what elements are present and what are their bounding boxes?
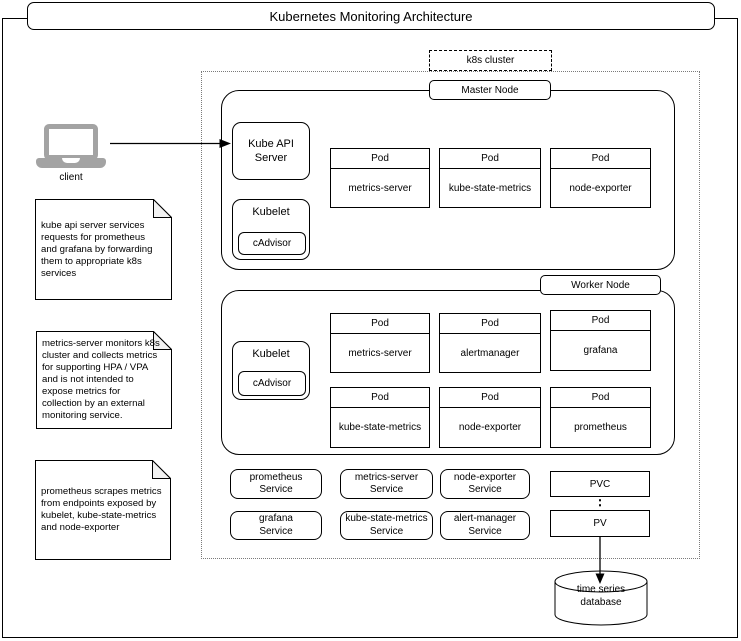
service-kube-state-metrics: kube-state-metrics Service	[340, 511, 433, 540]
pod-worker-grafana: Pod grafana	[550, 310, 651, 371]
pod-worker-kube-state-metrics: Pod kube-state-metrics	[330, 387, 430, 448]
service-node-exporter: node-exporter Service	[440, 469, 530, 499]
pv-box: PV	[550, 510, 650, 537]
time-series-database: time series database	[554, 570, 648, 626]
master-node-label: Master Node	[429, 80, 551, 100]
worker-kubelet-box: Kubelet cAdvisor	[232, 341, 310, 400]
service-name: prometheus	[249, 471, 303, 483]
kubelet-label: Kubelet	[252, 206, 290, 218]
client-label: client	[59, 172, 83, 183]
note-metrics-server: metrics-server monitors k8s cluster and …	[36, 331, 172, 429]
pod-worker-alertmanager: Pod alertmanager	[439, 313, 541, 373]
database-label-line2: database	[580, 597, 622, 608]
k8s-cluster-label: k8s cluster	[429, 50, 552, 71]
master-cadvisor-box: cAdvisor	[238, 232, 306, 255]
service-name: alert-manager	[453, 513, 517, 524]
database-label-line1: time series	[576, 584, 626, 595]
pod-name: grafana	[583, 345, 618, 356]
pvc-box: PVC	[550, 471, 650, 497]
note-prometheus: prometheus scrapes metrics from endpoint…	[35, 460, 171, 560]
database-label: time series database	[554, 583, 648, 609]
service-suffix: Service	[259, 484, 293, 495]
pod-header: Pod	[551, 311, 650, 331]
laptop-screen	[44, 124, 98, 160]
note-text: metrics-server monitors k8s cluster and …	[42, 338, 160, 421]
service-name: metrics-server	[354, 471, 419, 483]
laptop-notch	[62, 158, 80, 163]
laptop-base	[36, 158, 106, 168]
pod-name: node-exporter	[458, 422, 522, 433]
pod-worker-metrics-server: Pod metrics-server	[330, 313, 430, 373]
note-shape-icon	[35, 460, 171, 560]
service-suffix: Service	[468, 525, 502, 537]
service-metrics-server: metrics-server Service	[340, 469, 433, 499]
service-suffix: Service	[468, 484, 502, 495]
note-shape-icon	[35, 199, 172, 300]
database-cylinder-icon	[554, 570, 648, 626]
service-prometheus: prometheus Service	[230, 469, 322, 499]
worker-node-label: Worker Node	[540, 275, 661, 295]
diagram-title: Kubernetes Monitoring Architecture	[27, 2, 715, 30]
service-suffix: Service	[369, 484, 404, 495]
pod-name: metrics-server	[348, 347, 412, 359]
note-text: kube api server services requests for pr…	[41, 219, 153, 279]
laptop-icon	[36, 124, 106, 168]
pod-header: Pod	[440, 314, 540, 334]
pod-worker-node-exporter: Pod node-exporter	[439, 387, 541, 448]
pod-name: prometheus	[574, 422, 627, 433]
master-kubelet-box: Kubelet cAdvisor	[232, 199, 310, 260]
pod-name: node-exporter	[569, 182, 632, 194]
pod-header: Pod	[551, 388, 650, 408]
service-grafana: grafana Service	[230, 511, 322, 540]
worker-cadvisor-box: cAdvisor	[238, 371, 306, 396]
k8s-cluster-region	[201, 71, 700, 559]
pod-master-node-exporter: Pod node-exporter	[550, 148, 651, 208]
pod-name: kube-state-metrics	[338, 422, 422, 433]
pod-header: Pod	[331, 149, 429, 169]
service-name: kube-state-metrics	[345, 513, 428, 524]
kube-api-server-box: Kube API Server	[232, 122, 310, 180]
pod-name: metrics-server	[348, 182, 412, 194]
pod-header: Pod	[440, 388, 540, 408]
pod-name: kube-state-metrics	[448, 182, 532, 194]
note-text: prometheus scrapes metrics from endpoint…	[41, 486, 162, 533]
pod-header: Pod	[440, 149, 540, 169]
pod-master-metrics-server: Pod metrics-server	[330, 148, 430, 208]
service-suffix: Service	[259, 525, 293, 537]
pod-master-kube-state-metrics: Pod kube-state-metrics	[439, 148, 541, 208]
pod-name: alertmanager	[460, 347, 520, 359]
pod-header: Pod	[331, 388, 429, 408]
pod-worker-prometheus: Pod prometheus	[550, 387, 651, 448]
note-kube-api-server: kube api server services requests for pr…	[35, 199, 172, 300]
pod-header: Pod	[331, 314, 429, 334]
service-name: grafana	[259, 513, 293, 524]
kubelet-label: Kubelet	[252, 348, 290, 360]
note-shape-icon	[36, 331, 172, 429]
service-name: node-exporter	[453, 471, 517, 483]
service-alert-manager: alert-manager Service	[440, 511, 530, 540]
pod-header: Pod	[551, 149, 650, 169]
service-suffix: Service	[369, 525, 404, 537]
